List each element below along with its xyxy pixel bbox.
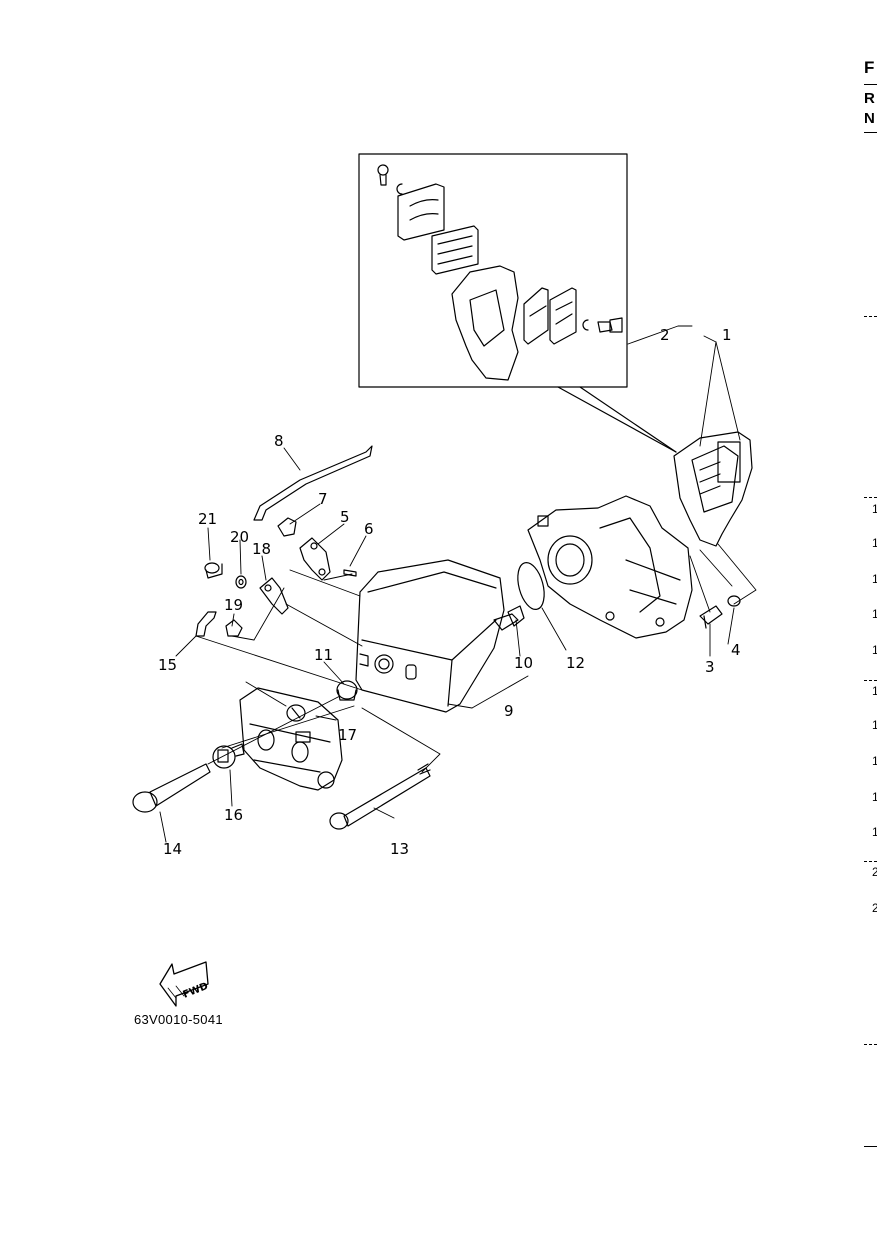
edge-num-7: 1: [872, 718, 877, 732]
callout-6: 6: [364, 520, 374, 538]
screw-3: [699, 605, 723, 629]
o-ring: [517, 562, 545, 610]
grommet-17: [286, 704, 306, 722]
callout-11: 11: [314, 646, 333, 664]
edge-rule-2: [864, 132, 877, 133]
callout-17: 17: [338, 726, 357, 744]
callout-20: 20: [230, 528, 249, 546]
rod-14: [132, 763, 211, 813]
edge-num-4: 1: [872, 607, 877, 621]
inset-clip-right: [582, 319, 589, 331]
hose-15: [195, 611, 217, 637]
reed-valve-inset: [358, 153, 628, 388]
inset-screw-right: [597, 317, 623, 333]
bracket-5: [299, 537, 331, 581]
callout-5: 5: [340, 508, 350, 526]
callout-13: 13: [390, 840, 409, 858]
inset-leader-line: [557, 386, 677, 453]
callout-12: 12: [566, 654, 585, 672]
callout-19: 19: [224, 596, 243, 614]
washer-20: [235, 575, 247, 589]
edge-num-1: 1: [872, 502, 877, 516]
edge-letter-2: R: [864, 90, 875, 107]
fwd-arrow-icon: FWD: [159, 961, 210, 1007]
edge-rule-3: [864, 1146, 877, 1147]
edge-num-10: 1: [872, 825, 877, 839]
washer-20-hole: [238, 578, 244, 586]
front-cover: [239, 687, 343, 791]
pin-6: [343, 569, 357, 577]
clip-7: [277, 517, 297, 537]
cap-11: [336, 680, 358, 701]
callout-2: 2: [660, 326, 670, 344]
clip-19: [225, 619, 243, 637]
callout-21: 21: [198, 510, 217, 528]
callout-16: 16: [224, 806, 243, 824]
bolt-13: [329, 763, 431, 830]
edge-num-2: 1: [872, 536, 877, 550]
edge-num-11: 2: [872, 865, 877, 879]
inset-clip-top: [396, 183, 403, 195]
inset-screw-top: [377, 164, 389, 186]
callout-8: 8: [274, 432, 284, 450]
inset-gasket: [451, 265, 519, 381]
knob-16: [212, 743, 245, 769]
edge-dash-5: [864, 1044, 877, 1045]
callout-4: 4: [731, 641, 741, 659]
edge-num-6: 1: [872, 684, 877, 698]
figure-code: 63V0010-5041: [134, 1012, 223, 1027]
fwd-label: FWD: [181, 981, 209, 1001]
edge-dash-3: [864, 680, 877, 681]
callout-18: 18: [252, 540, 271, 558]
edge-num-12: 2: [872, 901, 877, 915]
edge-num-9: 1: [872, 790, 877, 804]
edge-letter-3: N: [864, 110, 875, 127]
leader-lines: [159, 325, 757, 843]
edge-dash-1: [864, 316, 877, 317]
edge-dash-4: [864, 861, 877, 862]
edge-rule-1: [864, 84, 877, 85]
inset-reed-pair: [523, 287, 577, 345]
hose-8: [253, 445, 373, 521]
silencer-box: [355, 559, 505, 713]
callout-14: 14: [163, 840, 182, 858]
edge-dash-2: [864, 497, 877, 498]
reed-valve-assembly: [673, 431, 753, 547]
edge-num-8: 1: [872, 754, 877, 768]
callout-15: 15: [158, 656, 177, 674]
bolt-10: [493, 605, 525, 631]
edge-num-5: 1: [872, 643, 877, 657]
inset-leader-line-2: [579, 386, 677, 453]
inset-stopper-plate: [397, 183, 445, 241]
edge-num-3: 1: [872, 572, 877, 586]
callouts: 1 2 3 4 5 6 7 8 9 10 11 12 13 14 15 16 1…: [158, 326, 741, 858]
inset-reed-plate: [431, 225, 479, 275]
washer-4: [727, 595, 741, 607]
callout-7: 7: [318, 490, 328, 508]
carburetor-body: [527, 495, 693, 639]
edge-letter-1: F: [864, 58, 875, 77]
callout-9: 9: [504, 702, 514, 720]
callout-10: 10: [514, 654, 533, 672]
callout-1: 1: [722, 326, 732, 344]
bracket-18: [259, 577, 289, 615]
callout-3: 3: [705, 658, 715, 676]
bolt-21: [204, 562, 223, 579]
